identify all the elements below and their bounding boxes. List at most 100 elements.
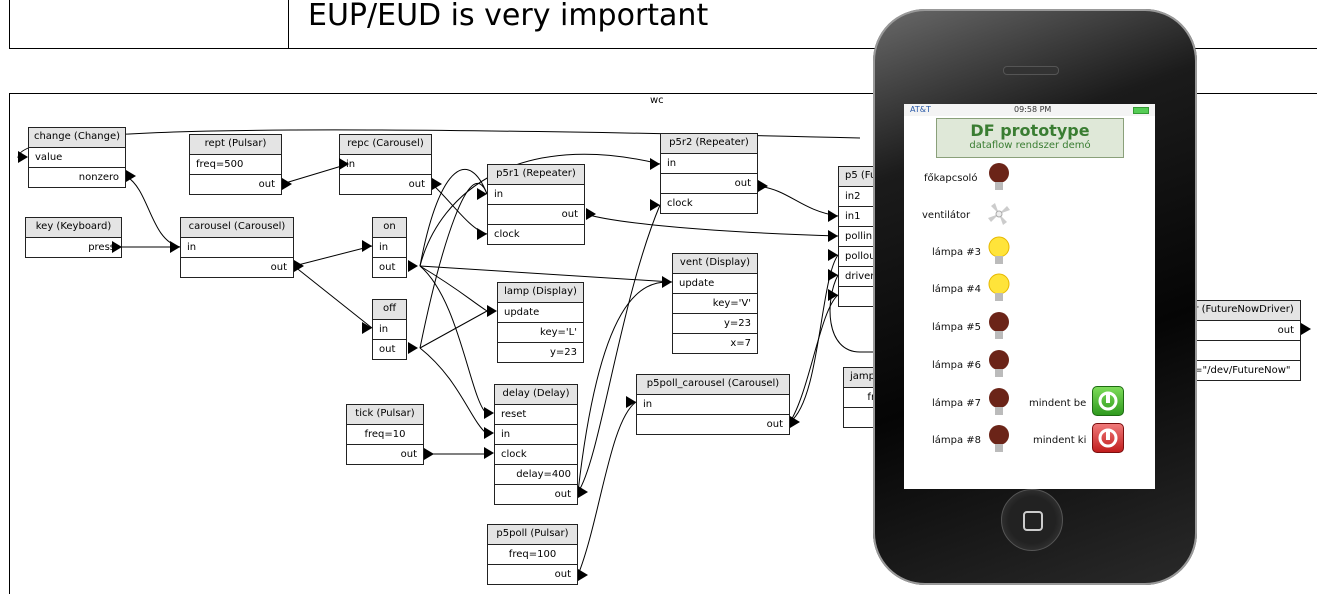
node-vent[interactable]: vent (Display) update key='V' y=23 x=7: [672, 253, 758, 354]
node-p5r1[interactable]: p5r1 (Repeater) in out clock: [487, 164, 585, 245]
node-tick[interactable]: tick (Pulsar) freq=10 out: [346, 404, 424, 465]
node-title: carousel (Carousel): [181, 218, 293, 238]
port-x: x=7: [730, 338, 751, 349]
bulb-on-icon[interactable]: [986, 236, 1012, 268]
node-key[interactable]: key (Keyboard) press: [25, 217, 122, 258]
device-label-fokapcsolo: főkapcsoló: [924, 173, 978, 184]
bulb-off-icon[interactable]: [986, 349, 1012, 381]
node-p5poll-carousel[interactable]: p5poll_carousel (Carousel) in out: [636, 374, 790, 435]
port-in2[interactable]: in2: [839, 187, 897, 207]
node-p5poll[interactable]: p5poll (Pulsar) freq=100 out: [487, 524, 578, 585]
node-p5r2[interactable]: p5r2 (Repeater) in out clock: [660, 133, 758, 214]
port-pollout[interactable]: pollou: [839, 247, 897, 267]
port-in[interactable]: in: [340, 155, 431, 175]
port-reset[interactable]: reset: [495, 405, 577, 425]
node-title: key (Keyboard): [26, 218, 121, 238]
port-out[interactable]: out: [488, 205, 584, 225]
device-label-lampa-4: lámpa #4: [932, 284, 982, 295]
port-out[interactable]: out: [408, 179, 425, 190]
node-rept[interactable]: rept (Pulsar) freq=500 out: [189, 134, 282, 195]
port-y: y=23: [673, 314, 757, 334]
phone-mockup: AT&T 09:58 PM DF prototype dataflow rend…: [873, 9, 1197, 585]
port-clock[interactable]: clock: [667, 198, 693, 209]
node-on[interactable]: on in out: [372, 217, 407, 278]
phone-screen: AT&T 09:58 PM DF prototype dataflow rend…: [904, 104, 1155, 489]
node-title: delay (Delay): [495, 385, 577, 405]
port-out[interactable]: out: [661, 174, 757, 194]
node-off[interactable]: off in out: [372, 299, 407, 360]
port-out[interactable]: out: [379, 262, 396, 273]
device-label-ventilator: ventilátor: [922, 210, 971, 221]
node-lamp[interactable]: lamp (Display) update key='L' y=23: [497, 282, 584, 363]
node-carousel[interactable]: carousel (Carousel) in out: [180, 217, 294, 278]
node-title: off: [373, 300, 406, 320]
table-divider: [288, 0, 289, 48]
port-in1[interactable]: in1: [839, 207, 897, 227]
port-out[interactable]: out: [554, 489, 571, 500]
port-pollin[interactable]: pollin: [839, 227, 897, 247]
port-freq: freq=500: [190, 155, 281, 175]
port-out[interactable]: out: [258, 179, 275, 190]
port-update[interactable]: update: [498, 303, 583, 323]
device-label-lampa-6: lámpa #6: [932, 360, 982, 371]
device-label-lampa-7: lámpa #7: [932, 398, 982, 409]
port-nonzero[interactable]: nonzero: [78, 172, 119, 183]
bulb-off-icon[interactable]: [986, 311, 1012, 343]
node-title: on: [373, 218, 406, 238]
port-update[interactable]: update: [673, 274, 757, 294]
all-off-button[interactable]: [1092, 423, 1124, 453]
node-delay[interactable]: delay (Delay) reset in clock delay=400 o…: [494, 384, 578, 505]
bulb-off-icon[interactable]: [986, 387, 1012, 419]
node-title: p5r1 (Repeater): [488, 165, 584, 185]
clock-label: 09:58 PM: [1014, 105, 1052, 114]
bulb-on-icon[interactable]: [986, 273, 1012, 305]
port-driver[interactable]: driver: [839, 267, 897, 287]
battery-icon: [1133, 107, 1149, 114]
bulb-off-icon[interactable]: [986, 424, 1012, 456]
speaker-grille: [1003, 66, 1059, 75]
app-subtitle: dataflow rendszer demó: [969, 140, 1091, 151]
node-title: rept (Pulsar): [190, 135, 281, 155]
fan-icon[interactable]: [986, 200, 1012, 232]
node-repc[interactable]: repc (Carousel) in out: [339, 134, 432, 195]
port-empty: [1182, 341, 1300, 361]
slide-heading: EUP/EUD is very important: [308, 0, 709, 33]
port-in[interactable]: in: [373, 238, 406, 258]
port-out[interactable]: out: [1182, 321, 1300, 341]
power-on-icon: [1098, 391, 1118, 411]
port-in[interactable]: in: [637, 395, 789, 415]
port-out[interactable]: out: [400, 449, 417, 460]
home-square-icon: [1023, 511, 1043, 531]
node-title: repc (Carousel): [340, 135, 431, 155]
port-in[interactable]: in: [661, 154, 757, 174]
all-on-label: mindent be: [1029, 398, 1087, 409]
port-out[interactable]: out: [270, 262, 287, 273]
bulb-off-icon[interactable]: [986, 162, 1012, 194]
device-label-lampa-8: lámpa #8: [932, 435, 982, 446]
port-out[interactable]: out: [766, 419, 783, 430]
port-key: key='L': [498, 323, 583, 343]
port-press[interactable]: press: [88, 242, 115, 253]
app-title: DF prototype: [970, 121, 1090, 140]
port-out[interactable]: out: [554, 569, 571, 580]
port-in[interactable]: in: [373, 320, 406, 340]
node-title: tick (Pulsar): [347, 405, 423, 425]
node-title: change (Change): [29, 128, 125, 148]
node-title: p5r2 (Repeater): [661, 134, 757, 154]
port-clock[interactable]: clock: [494, 229, 520, 240]
home-button[interactable]: [1001, 489, 1063, 551]
all-on-button[interactable]: [1092, 386, 1124, 416]
port-in[interactable]: in: [495, 425, 577, 445]
node-future-now-driver[interactable]: er (FutureNowDriver) out e="/dev/FutureN…: [1181, 300, 1301, 381]
port-in[interactable]: in: [488, 185, 584, 205]
port-y: y=23: [549, 347, 577, 358]
app-header: DF prototype dataflow rendszer demó: [936, 118, 1124, 158]
node-title: p5poll (Pulsar): [488, 525, 577, 545]
port-in[interactable]: in: [181, 238, 293, 258]
port-out[interactable]: out: [379, 344, 396, 355]
port-clock[interactable]: clock: [495, 445, 577, 465]
slide-header-table: EUP/EUD is very important: [9, 0, 1317, 49]
port-value[interactable]: value: [29, 148, 125, 168]
node-change[interactable]: change (Change) value nonzero: [28, 127, 126, 188]
port-device: e="/dev/FutureNow": [1188, 365, 1291, 376]
